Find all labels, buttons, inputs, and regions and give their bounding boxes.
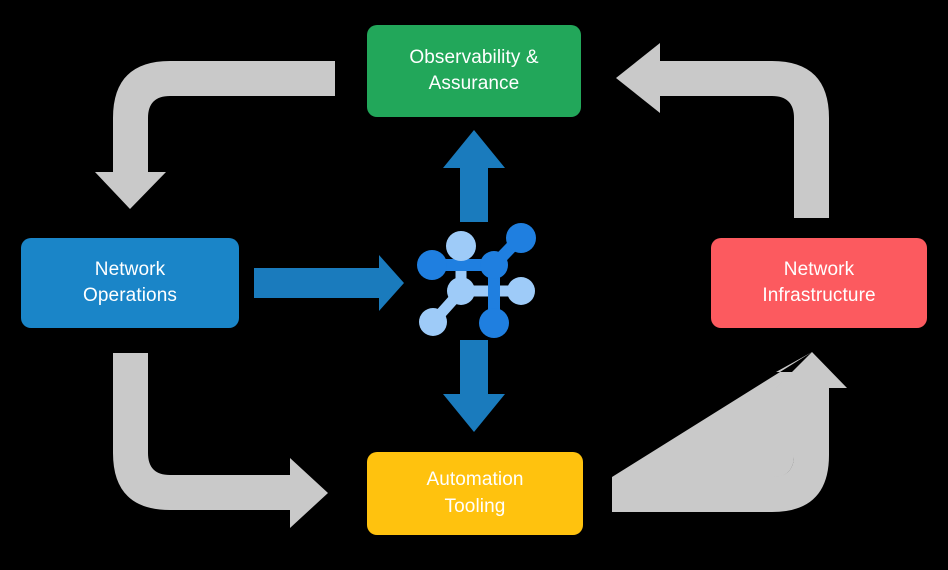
network-topology-icon-group (417, 223, 536, 338)
node-box-network-operations[interactable]: Network Operations (21, 238, 239, 328)
blue-arrow-operations-to-center (254, 255, 404, 311)
node-label-automation-tooling: Automation Tooling (426, 467, 523, 519)
blue-arrow-center-to-automation (443, 340, 505, 432)
node-box-observability[interactable]: Observability & Assurance (367, 25, 581, 117)
gray-arrow-operations-to-automation (113, 353, 328, 528)
node-label-observability: Observability & Assurance (409, 45, 538, 97)
node-label-network-infrastructure-line1: Network (783, 258, 855, 280)
node-label-network-operations-line1: Network (94, 258, 166, 280)
gray-arrow-automation-to-infrastructure-body (612, 352, 812, 477)
node-box-network-infrastructure[interactable]: Network Infrastructure (711, 238, 927, 328)
node-label-observability-line1: Observability & (409, 46, 539, 68)
blue-arrow-center-to-observability (443, 130, 505, 222)
gray-arrow-automation-to-infrastructure-shape (612, 352, 847, 512)
node-label-network-infrastructure-line2: Infrastructure (762, 285, 876, 306)
node-label-network-operations-line2: Operations (83, 285, 177, 306)
node-label-observability-line2: Assurance (428, 73, 520, 94)
node-label-network-infrastructure: Network Infrastructure (762, 257, 875, 309)
node-label-network-operations: Network Operations (83, 257, 177, 309)
gray-arrow-infrastructure-to-observability (616, 43, 829, 218)
node-box-automation-tooling[interactable]: Automation Tooling (367, 452, 583, 535)
node-label-automation-tooling-line1: Automation (426, 469, 524, 491)
node-label-automation-tooling-line2: Tooling (444, 495, 506, 517)
gray-arrow-observability-to-operations (95, 61, 335, 209)
